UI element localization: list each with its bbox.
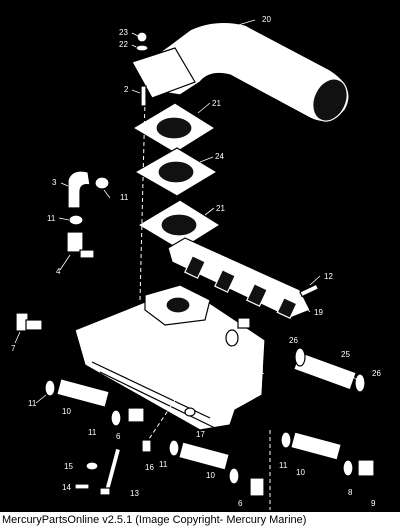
- assembly-line-left: [139, 99, 146, 301]
- callout-24: 24: [215, 152, 224, 161]
- callout-4: 4: [56, 267, 61, 276]
- exhaust-elbow-part-20: [131, 21, 350, 123]
- hose-elbow-part-3: [67, 170, 91, 209]
- washer-part-15: [85, 461, 99, 471]
- callout-19: 19: [314, 308, 323, 317]
- hose-part-10-a: [56, 378, 110, 408]
- callout-17: 17: [196, 430, 205, 439]
- hose-clamp-part-11-e: [168, 439, 180, 457]
- callout-14: 14: [62, 483, 71, 492]
- hose-clamp-part-11-f: [228, 467, 240, 485]
- callout-26-right: 26: [372, 369, 381, 378]
- hose-clamp-part-11-b: [68, 214, 84, 226]
- callout-11-c: 11: [28, 399, 37, 408]
- stud-part-2: [140, 85, 147, 107]
- callout-6-right: 6: [238, 499, 243, 508]
- fitting-part-18: [225, 329, 239, 347]
- callout-10-right: 10: [296, 468, 305, 477]
- callout-21-lower: 21: [216, 204, 225, 213]
- callout-5: 5: [258, 338, 263, 347]
- hose-clamp-part-11-c: [44, 379, 56, 397]
- assembly-line-mid: [144, 399, 176, 446]
- fitting-part-6-b: [249, 477, 265, 497]
- hose-clamp-part-11-d: [110, 409, 122, 427]
- bushing-part-16: [141, 439, 152, 453]
- callout-18: 18: [236, 347, 245, 356]
- hose-part-10-b: [178, 441, 230, 471]
- hose-clamp-part-11-g: [280, 431, 292, 449]
- callout-11-e: 11: [159, 460, 168, 469]
- copyright-footer: MercuryPartsOnline v2.5.1 (Image Copyrig…: [0, 512, 400, 529]
- clamp-part-8: [342, 459, 354, 477]
- hose-clamp-part-26-b: [354, 373, 366, 393]
- fitting-part-9: [357, 459, 375, 477]
- callout-2: 2: [124, 85, 129, 94]
- fitting-part-6-a: [127, 407, 145, 423]
- washer-part-22: [135, 44, 149, 52]
- fitting-part-4: [66, 231, 95, 259]
- callout-10-mid: 10: [206, 471, 215, 480]
- nut-part-23: [136, 31, 148, 43]
- stud-part-12: [299, 283, 320, 298]
- callout-20: 20: [262, 15, 271, 24]
- screw-part-14: [74, 483, 90, 490]
- plate-part-24: [133, 147, 219, 197]
- plug-part-5: [237, 317, 251, 329]
- lead-lines: [14, 19, 358, 429]
- manifold-gasket-part-19: [167, 237, 311, 320]
- gasket-part-21-lower: [136, 199, 222, 251]
- callout-26-upper: 26: [289, 336, 298, 345]
- callout-22: 22: [119, 40, 128, 49]
- hose-part-10-c: [290, 431, 342, 461]
- washer-part-17: [184, 407, 196, 417]
- callout-11-a: 11: [120, 193, 129, 202]
- callout-25: 25: [341, 350, 350, 359]
- hose-clamp-part-26-a: [294, 347, 306, 367]
- callout-10-left: 10: [62, 407, 71, 416]
- bolt-part-13: [99, 447, 122, 496]
- hose-clamp-part-11-a: [94, 176, 110, 190]
- callout-13: 13: [130, 489, 139, 498]
- callout-12: 12: [324, 272, 333, 281]
- callout-9: 9: [371, 499, 376, 508]
- callout-23: 23: [119, 28, 128, 37]
- callout-6-left: 6: [116, 432, 121, 441]
- callout-21-upper: 21: [212, 99, 221, 108]
- callout-11-d: 11: [88, 428, 97, 437]
- callout-11-b: 11: [47, 214, 56, 223]
- callout-8: 8: [348, 488, 353, 497]
- callout-16: 16: [145, 463, 154, 472]
- gasket-part-21-upper: [131, 102, 217, 154]
- fitting-part-7: [15, 312, 43, 332]
- callout-7: 7: [11, 344, 16, 353]
- callout-3: 3: [52, 178, 57, 187]
- callout-11-f: 11: [279, 461, 288, 470]
- callout-15: 15: [64, 462, 73, 471]
- callout-1: 1: [260, 367, 265, 376]
- exhaust-manifold-part-1: [74, 284, 266, 431]
